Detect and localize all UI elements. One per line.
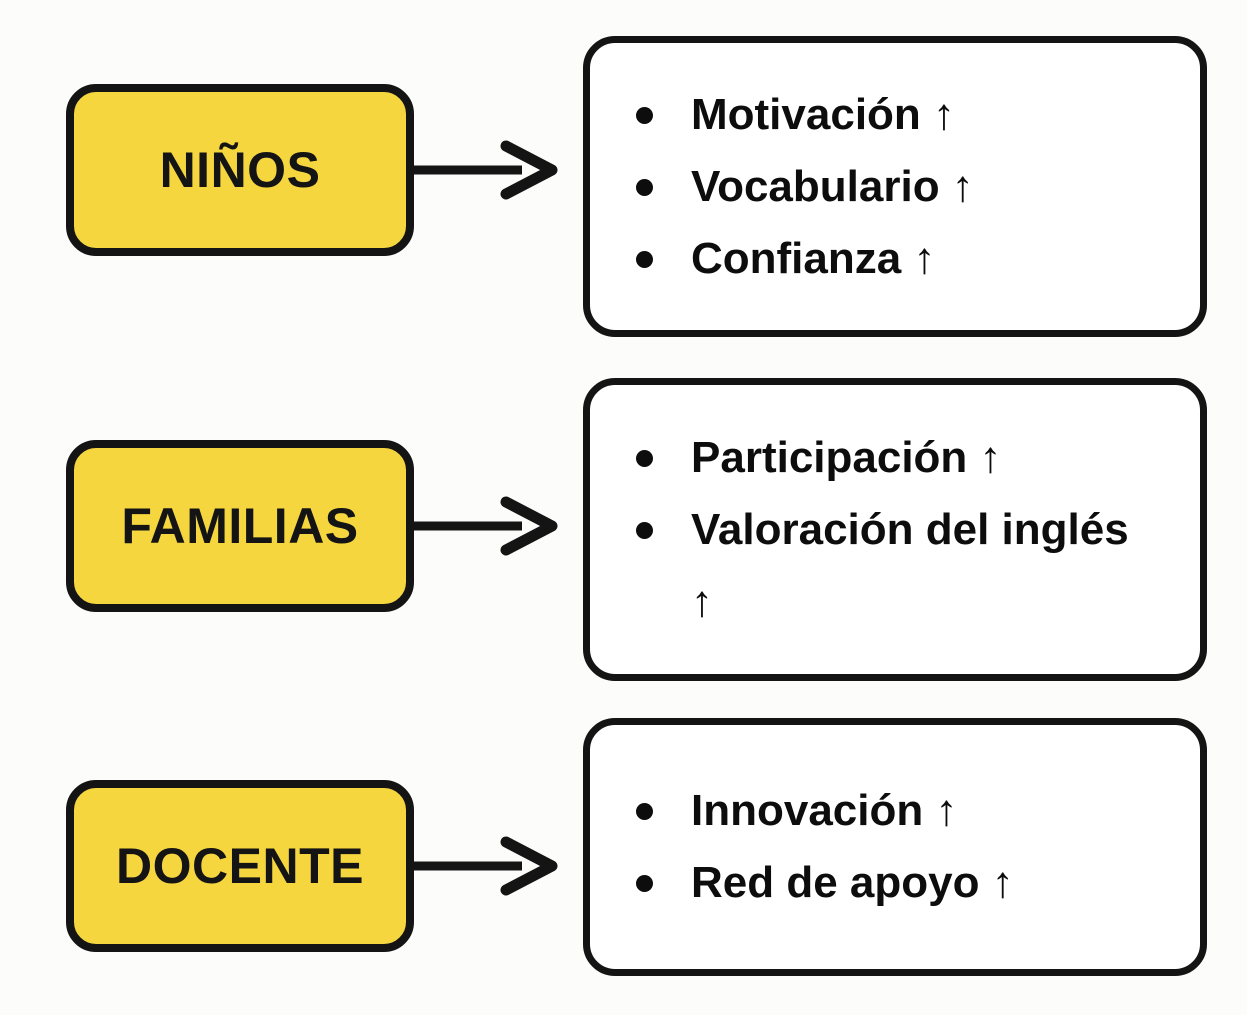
source-box-familias: FAMILIAS <box>66 440 414 612</box>
source-label-familias: FAMILIAS <box>121 498 359 554</box>
outcome-item: Valoración del inglés ↑ <box>590 494 1200 638</box>
bullet-dot-icon <box>636 449 653 467</box>
arrow-right-icon <box>412 836 558 896</box>
outcomes-list: Participación ↑ Valoración del inglés ↑ <box>590 422 1200 638</box>
outcome-text: Motivación ↑ <box>691 89 956 139</box>
outcome-item: Confianza ↑ <box>590 223 1200 295</box>
bullet-dot-icon <box>636 875 653 892</box>
outcome-text: Confianza ↑ <box>691 233 936 283</box>
outcome-text: Red de apoyo ↑ <box>691 858 1014 907</box>
outcomes-list: Innovación ↑ Red de apoyo ↑ <box>590 775 1200 919</box>
outcomes-list: Motivación ↑ Vocabulario ↑ Confianza ↑ <box>590 79 1200 295</box>
arrow-right-icon <box>412 496 558 556</box>
outcome-item: Vocabulario ↑ <box>590 151 1200 223</box>
source-box-docente: DOCENTE <box>66 780 414 952</box>
bullet-dot-icon <box>636 106 653 124</box>
outcomes-panel-docente: Innovación ↑ Red de apoyo ↑ <box>583 718 1207 976</box>
outcome-item: Red de apoyo ↑ <box>590 847 1200 919</box>
outcomes-panel-familias: Participación ↑ Valoración del inglés ↑ <box>583 378 1207 681</box>
outcome-item: Motivación ↑ <box>590 79 1200 151</box>
source-box-ninos: NIÑOS <box>66 84 414 256</box>
outcome-item: Innovación ↑ <box>590 775 1200 847</box>
bullet-dot-icon <box>636 178 653 196</box>
bullet-dot-icon <box>636 250 653 268</box>
outcome-text: Valoración del inglés ↑ <box>691 504 1129 626</box>
bullet-dot-icon <box>636 521 653 539</box>
source-label-docente: DOCENTE <box>116 838 364 894</box>
source-label-ninos: NIÑOS <box>159 142 321 198</box>
outcomes-panel-ninos: Motivación ↑ Vocabulario ↑ Confianza ↑ <box>583 36 1207 337</box>
arrow-right-icon <box>412 140 558 200</box>
outcome-text: Participación ↑ <box>691 432 1002 482</box>
bullet-dot-icon <box>636 803 653 820</box>
outcome-item: Participación ↑ <box>590 422 1200 494</box>
outcome-text: Vocabulario ↑ <box>691 161 974 211</box>
outcome-text: Innovación ↑ <box>691 786 958 835</box>
